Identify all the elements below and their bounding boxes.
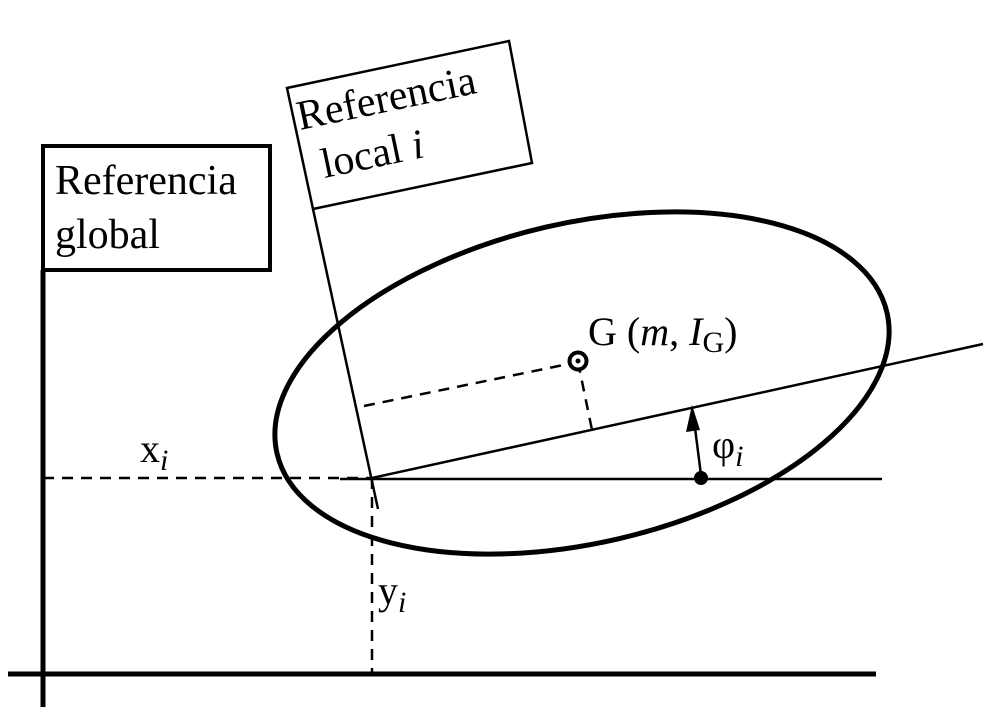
centroid-marker-dot	[575, 358, 581, 364]
rigid-body-ellipse	[272, 209, 892, 557]
local-y-axis	[311, 208, 380, 510]
angle-base-point	[694, 471, 708, 485]
centroid-local-x-dashed-line	[576, 361, 594, 431]
centroid-local-y-dashed-line	[363, 360, 579, 408]
global-frame-box	[41, 144, 272, 272]
y-coordinate-label: yi	[378, 568, 406, 619]
global-frame-label-line2: global	[55, 212, 160, 258]
rotation-angle-label: φi	[712, 422, 743, 473]
global-frame-label-line1: Referencia	[55, 158, 237, 204]
angle-arrowhead-icon	[686, 405, 700, 432]
x-coordinate-label: xi	[140, 426, 168, 477]
local-frame-box	[285, 39, 534, 211]
local-x-axis	[371, 342, 984, 480]
centroid-label: G (m, IG)	[588, 309, 737, 359]
